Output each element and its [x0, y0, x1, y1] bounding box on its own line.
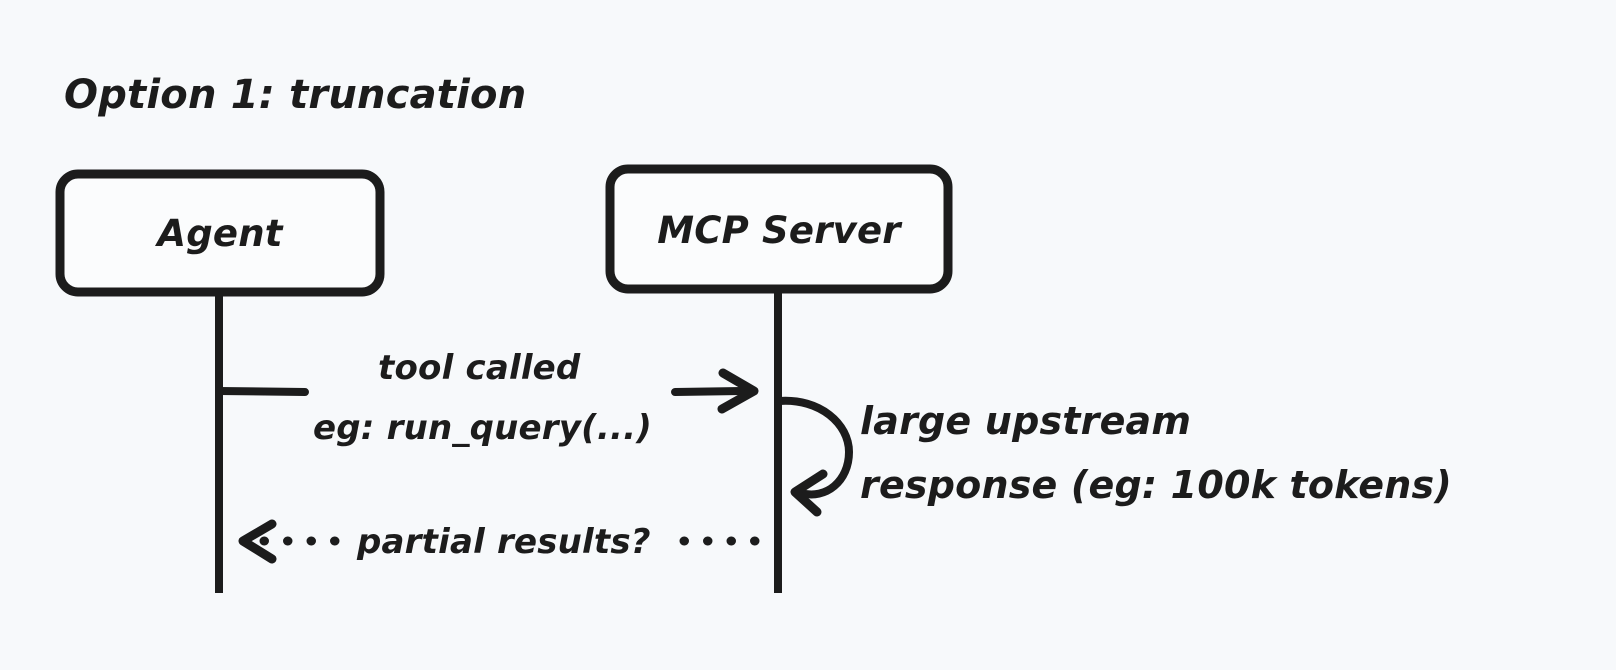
self-loop-arrowhead: [790, 469, 828, 517]
participant-mcp-server-label: MCP Server: [657, 209, 903, 252]
participant-mcp-server[interactable]: MCP Server: [605, 164, 953, 294]
tool-call-label-line1: tool called: [378, 348, 581, 388]
message-tool-call: tool called eg: run_query(...): [215, 348, 759, 448]
self-loop-arc: [775, 396, 854, 499]
self-loop-label-line1: large upstream: [860, 399, 1191, 443]
page-title: Option 1: truncation: [64, 72, 526, 118]
participant-agent[interactable]: Agent: [55, 169, 385, 297]
tool-call-line-right: [671, 387, 746, 396]
tool-call-arrowhead: [717, 368, 759, 414]
self-loop-label-line2: response (eg: 100k tokens): [860, 463, 1452, 507]
tool-call-label-line2: eg: run_query(...): [313, 408, 652, 448]
tool-call-line-left: [215, 387, 309, 396]
partial-results-label: partial results?: [356, 522, 651, 562]
participant-agent-label: Agent: [154, 212, 283, 255]
message-partial-results: partial results?: [238, 519, 783, 564]
partial-results-arrowhead: [238, 519, 277, 564]
message-self-loop: large upstream response (eg: 100k tokens…: [775, 396, 1452, 517]
